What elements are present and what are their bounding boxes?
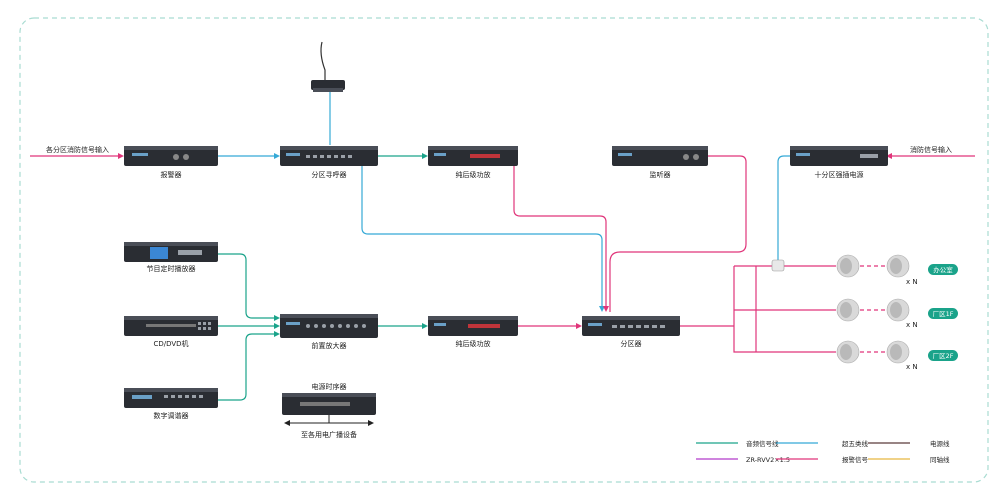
program-player-label: 节目定时播放器 <box>147 264 196 273</box>
ceiling-speaker-icon <box>886 254 910 278</box>
speaker-zone-2f: x N 厂区2F <box>836 340 958 371</box>
legend-label: ZR-RVV2×1.5 <box>746 456 790 464</box>
monitor-label: 监听器 <box>650 170 671 179</box>
power-to-junction-line <box>777 155 790 262</box>
cd-dvd-device <box>124 316 218 336</box>
amp-mid-to-divider-line <box>518 323 582 329</box>
monitor-to-divider-line <box>609 155 747 312</box>
ceiling-speaker-icon <box>836 298 860 322</box>
preamp-device <box>280 314 378 338</box>
pure-amp-mid-device <box>428 316 518 336</box>
alarm-device <box>124 146 218 166</box>
ceiling-speaker-icon <box>886 340 910 364</box>
zone-tag <box>928 350 958 361</box>
preamp-to-amp-line <box>378 323 428 329</box>
zone-tag-label: 办公室 <box>933 265 953 274</box>
player-to-preamp-line <box>218 253 280 321</box>
speaker-links <box>860 265 888 353</box>
legend-item-alarm: 报警信号 <box>776 455 869 464</box>
alarm-input-right-line <box>886 153 975 159</box>
to-broadcast-label: 至各用电广播设备 <box>301 430 357 439</box>
amp-top-to-divider-line <box>513 166 609 312</box>
alarm-input-right-label: 消防信号输入 <box>910 145 952 154</box>
zone-pager-device <box>280 146 378 166</box>
tuner-device <box>124 388 218 408</box>
preamp-label: 前置放大器 <box>312 341 347 350</box>
alarm-to-pager-line <box>218 153 280 159</box>
legend-label: 超五类线 <box>842 439 869 448</box>
pure-amp-top-label: 纯后级功放 <box>456 170 491 179</box>
program-player-device <box>124 242 218 262</box>
tuner-to-preamp-line <box>218 331 280 401</box>
ten-zone-power-label: 十分区强插电源 <box>815 170 864 179</box>
alarm-input-left-label: 各分区消防信号输入 <box>46 145 109 154</box>
zone-multiplier: x N <box>906 321 918 329</box>
paging-microphone-icon <box>311 41 345 92</box>
cd-to-preamp-line <box>218 323 280 329</box>
pure-amp-mid-label: 纯后级功放 <box>456 339 491 348</box>
legend-item-audio: 音频信号线 <box>696 439 779 448</box>
power-sequencer-device <box>282 393 376 415</box>
zone-divider-label: 分区器 <box>621 339 642 348</box>
zone-multiplier: x N <box>906 363 918 371</box>
diagram-frame <box>19 17 989 483</box>
zone-multiplier: x N <box>906 278 918 286</box>
speaker-zone-1f: x N 厂区1F <box>836 298 958 329</box>
pager-to-amp-line <box>378 153 428 159</box>
pager-to-divider-line <box>361 166 605 312</box>
cd-dvd-label: CD/DVD机 <box>153 339 188 348</box>
sequencer-output-line <box>284 414 374 426</box>
legend-label: 音频信号线 <box>746 439 779 448</box>
ten-zone-power-device <box>790 146 888 166</box>
zone-tag-label: 厂区2F <box>933 352 954 360</box>
legend-item-rvv: ZR-RVV2×1.5 <box>696 456 790 464</box>
legend-item-coax: 同轴线 <box>868 455 950 464</box>
pure-amp-top-device <box>428 146 518 166</box>
legend-label: 电源线 <box>930 439 950 448</box>
alarm-label: 报警器 <box>161 170 182 179</box>
ceiling-speaker-icon <box>836 254 860 278</box>
monitor-device <box>612 146 708 166</box>
zone-pager-label: 分区寻呼器 <box>312 170 347 179</box>
legend-label: 报警信号 <box>842 455 869 464</box>
ceiling-speaker-icon <box>886 298 910 322</box>
zone-tag <box>928 308 958 319</box>
junction-box <box>771 259 785 272</box>
legend-item-cat5: 超五类线 <box>776 439 869 448</box>
tuner-label: 数字调谐器 <box>154 411 189 420</box>
zone-tag-label: 厂区1F <box>933 310 954 318</box>
alarm-input-left-line <box>30 153 124 159</box>
power-sequencer-label: 电源时序器 <box>312 382 347 391</box>
ceiling-speaker-icon <box>836 340 860 364</box>
speaker-zone-office: x N 办公室 <box>836 254 958 286</box>
legend: 音频信号线 超五类线 电源线 ZR-RVV2×1.5 报警信号 同轴线 <box>696 439 950 464</box>
zone-divider-device <box>582 316 680 336</box>
legend-label: 同轴线 <box>930 455 950 464</box>
legend-item-power: 电源线 <box>868 439 950 448</box>
zone-tag <box>928 264 958 275</box>
divider-to-speakers-lines <box>680 265 836 353</box>
